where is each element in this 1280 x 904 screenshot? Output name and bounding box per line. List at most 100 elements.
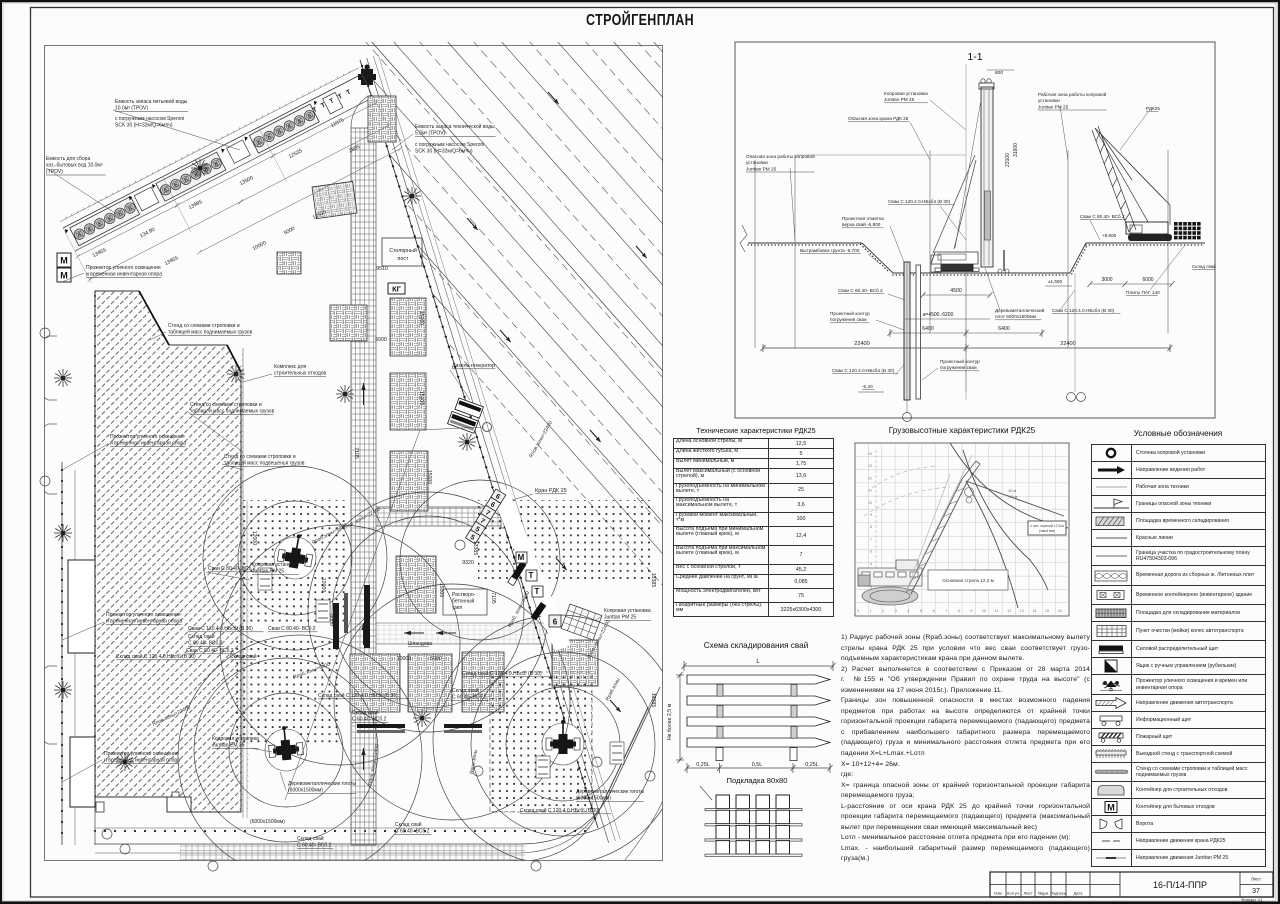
svg-text:и временная инвентарная опора: и временная инвентарная опора (104, 758, 180, 764)
svg-text:13385: 13385 (472, 541, 478, 556)
svg-text:6: 6 (204, 166, 210, 173)
svg-text:12000: 12000 (251, 531, 257, 546)
svg-text:Junttan РМ 25: Junttan РМ 25 (252, 569, 284, 575)
svg-text:с погружным насосом Speroni: с погружным насосом Speroni (415, 142, 484, 148)
svg-text:С 60.40- ВСб.2: С 60.40- ВСб.2 (352, 717, 387, 723)
svg-text:Проектный контур: Проектный контур (940, 358, 980, 364)
svg-text:15000: 15000 (438, 583, 444, 598)
svg-text:10 м: 10 м (1008, 488, 1017, 493)
svg-text:Столярный: Столярный (389, 247, 417, 254)
svg-text:Сваи С 120.4.0.НБсб4 (В 30): Сваи С 120.4.0.НБсб4 (В 30) (1052, 308, 1115, 313)
svg-text:6400: 6400 (922, 326, 934, 332)
svg-text:3000: 3000 (1101, 277, 1112, 283)
svg-text:а=4500..6200: а=4500..6200 (923, 312, 954, 318)
svg-text:и временная инвентарная опора: и временная инвентарная опора (106, 619, 182, 625)
svg-text:Стенд со схемами строповки и: Стенд со схемами строповки и (168, 323, 240, 329)
svg-text:таблицей масс подвешенья грузо: таблицей масс подвешенья грузов (224, 460, 305, 467)
svg-text:1: 1 (870, 609, 872, 613)
svg-text:13385: 13385 (650, 573, 656, 588)
svg-text:Емкость запаса технической вод: Емкость запаса технической воды (415, 123, 495, 130)
svg-text:10.0м³ (ТРОV): 10.0м³ (ТРОV) (115, 106, 148, 112)
svg-text:(6000х1500мм): (6000х1500мм) (250, 819, 285, 825)
svg-text:7: 7 (484, 509, 491, 517)
svg-text:6000: 6000 (1142, 277, 1153, 283)
svg-text:установки: установки (746, 160, 768, 165)
svg-text:(6000х1500мм): (6000х1500мм) (288, 788, 323, 794)
svg-text:С 60.40- ВСб.2: С 60.40- ВСб.2 (395, 829, 430, 835)
svg-text:13: 13 (868, 464, 872, 468)
svg-text:Сваи С 60.40- ВСб 2: Сваи С 60.40- ВСб 2 (838, 288, 883, 293)
svg-text:Junttan РМ 25: Junttan РМ 25 (884, 97, 915, 102)
svg-text:Деревометаллические плоты: Деревометаллические плоты (288, 781, 356, 787)
svg-text:бетонный: бетонный (452, 598, 475, 605)
svg-text:Деревометаллический: Деревометаллический (995, 307, 1045, 313)
svg-text:КГ: КГ (392, 285, 402, 294)
svg-text:800: 800 (995, 70, 1003, 76)
svg-text:2805: 2805 (348, 144, 361, 155)
svg-text:7: 7 (945, 609, 947, 613)
svg-text:9510: 9510 (376, 266, 388, 272)
svg-text:Копровая установка: Копровая установка (884, 91, 928, 96)
svg-text:22400: 22400 (854, 341, 870, 347)
svg-text:6: 6 (107, 216, 113, 223)
svg-text:Склад свай: Склад свай (352, 709, 379, 716)
svg-text:5000: 5000 (430, 656, 442, 662)
svg-text:Сваи С 120.4.0.НБсб4 (В 30): Сваи С 120.4.0.НБсб4 (В 30) (832, 368, 895, 373)
svg-text:.: . (705, 798, 706, 803)
svg-text:7105: 7105 (490, 592, 496, 604)
svg-text:Rпов.зоны: Rпов.зоны (469, 749, 479, 775)
svg-text:13: 13 (1020, 609, 1024, 613)
svg-text:12535: 12535 (288, 148, 304, 160)
svg-text:L: L (756, 659, 760, 665)
svg-text:№док: №док (1038, 891, 1049, 896)
svg-text:Не более 2,5 м: Не более 2,5 м (667, 703, 673, 740)
svg-text:7,5 м: 7,5 м (1008, 494, 1018, 499)
svg-text:15000: 15000 (418, 311, 424, 326)
svg-text:7: 7 (870, 537, 872, 541)
svg-text:6: 6 (297, 118, 303, 125)
svg-text:6: 6 (97, 221, 103, 228)
svg-text:5: 5 (920, 609, 922, 613)
svg-text:Плиты ПАГ 140: Плиты ПАГ 140 (1126, 290, 1160, 295)
svg-text:6: 6 (933, 609, 935, 613)
svg-text:Растворо-: Растворо- (452, 592, 476, 598)
svg-text:Подпись: Подпись (1050, 891, 1066, 896)
svg-text:Сваи С 80.40- ВСб.2: Сваи С 80.40- ВСб.2 (268, 626, 316, 632)
svg-text:Склад свай С 120.4.0.НБсб! (: Склад свай С 120.4.0.НБсб! (В 30) (318, 692, 398, 699)
svg-text:(6000х1500мм): (6000х1500мм) (576, 796, 611, 802)
svg-text:6: 6 (77, 232, 83, 239)
svg-text:T: T (529, 571, 534, 580)
svg-text:Склад свай: Склад свай (188, 633, 215, 640)
svg-text:Склад свай С 120.4.0.НБсб! (: Склад свай С 120.4.0.НБсб! (В 30) (520, 807, 600, 814)
svg-text:6: 6 (307, 113, 313, 120)
svg-text:11: 11 (868, 489, 872, 493)
svg-text:3: 3 (870, 586, 872, 590)
svg-text:T: T (345, 89, 352, 97)
svg-text:10: 10 (868, 501, 872, 505)
svg-text:T: T (312, 106, 319, 114)
svg-text:Комплекс для: Комплекс для (274, 364, 307, 370)
svg-text:6400: 6400 (998, 326, 1010, 332)
svg-text:37: 37 (1252, 888, 1260, 895)
svg-text:6: 6 (267, 134, 273, 141)
svg-text:10: 10 (982, 609, 986, 613)
svg-text:8000: 8000 (328, 614, 334, 626)
svg-text:Склад свай: Склад свай (395, 821, 422, 828)
svg-text:Склад свай: Склад свай (452, 687, 479, 694)
svg-text:Емкость для сбора: Емкость для сбора (46, 156, 90, 162)
svg-text:Junttan РМ 25: Junttan РМ 25 (746, 166, 777, 171)
svg-text:5.0м³ (ТРОV): 5.0м³ (ТРОV) (415, 131, 446, 137)
svg-text:11: 11 (995, 609, 999, 613)
svg-text:Грузовысотные характеристики Р: Грузовысотные характеристики РДК25 (889, 426, 1036, 435)
svg-text:плот 6000х1500мм: плот 6000х1500мм (995, 314, 1036, 319)
svg-text:Сваи С 80.40- ВСб.2: Сваи С 80.40- ВСб.2 (186, 648, 234, 654)
svg-text:Формат А1: Формат А1 (1241, 898, 1263, 903)
svg-text:Копровая установка: Копровая установка (252, 562, 299, 568)
svg-text:М: М (1107, 803, 1115, 813)
svg-text:РДК25: РДК25 (1146, 106, 1160, 111)
svg-text:SCK 30 (H=32м/Q=6м³/ч): SCK 30 (H=32м/Q=6м³/ч) (415, 149, 473, 155)
svg-text:Дизель-генератор: Дизель-генератор (452, 363, 495, 369)
svg-text:16: 16 (1058, 609, 1062, 613)
svg-text:Деревометаллические плоты: Деревометаллические плоты (576, 789, 644, 795)
svg-text:16-П/14-ППР: 16-П/14-ППР (1153, 880, 1207, 890)
